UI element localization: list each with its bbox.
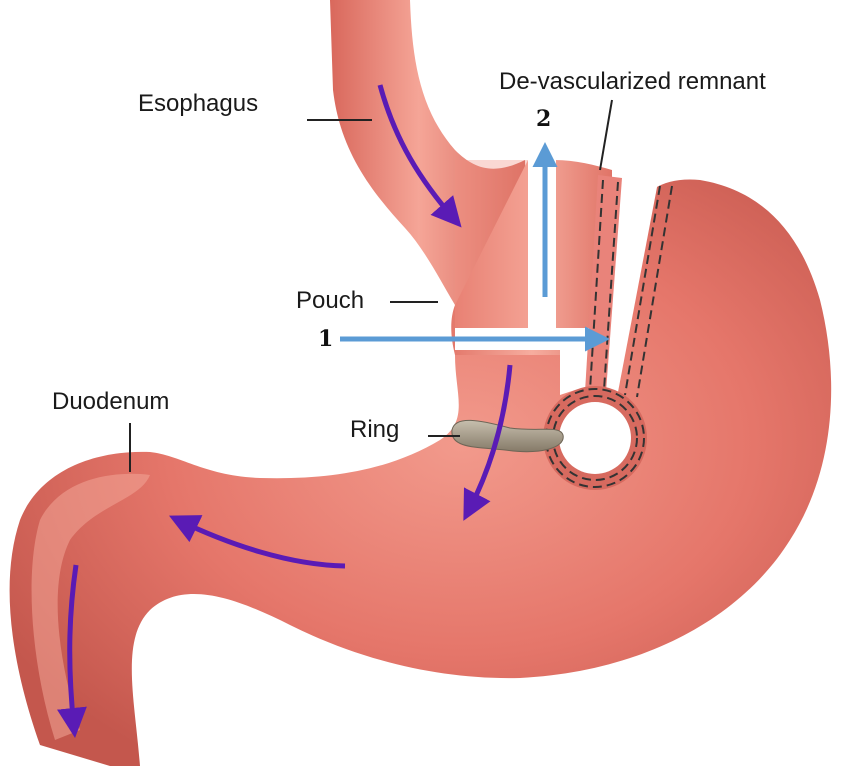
marker-1: 1 — [318, 328, 333, 350]
leader-remnant — [600, 100, 612, 170]
stomach-body — [10, 179, 832, 766]
label-ring: Ring — [350, 418, 399, 442]
label-pouch: Pouch — [296, 289, 364, 313]
label-esophagus: Esophagus — [138, 92, 258, 116]
stapled-window-hole — [559, 402, 631, 474]
label-duodenum: Duodenum — [52, 390, 169, 414]
transection-gap-vertical — [528, 140, 556, 340]
marker-2: 2 — [536, 108, 551, 130]
pouch-upper — [455, 160, 528, 330]
label-devascularized-remnant: De-vascularized remnant — [499, 70, 766, 94]
